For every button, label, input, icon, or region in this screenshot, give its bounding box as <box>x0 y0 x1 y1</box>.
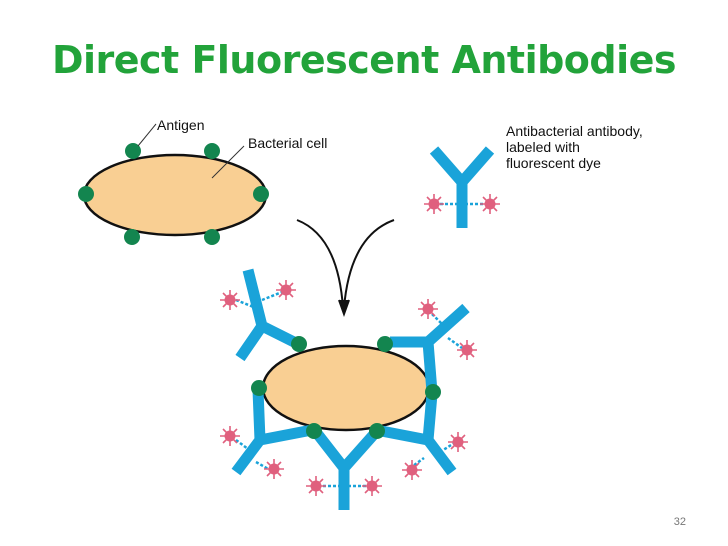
page-number: 32 <box>673 516 686 528</box>
labeled-bacterial-cell <box>261 344 431 432</box>
antigen <box>253 186 269 202</box>
label-antibody-line1: Antibacterial antibody, <box>506 123 643 139</box>
fluorescent-dye-icon <box>479 193 501 215</box>
antigen <box>204 229 220 245</box>
antigen <box>369 423 385 439</box>
fluorescent-dye-icon <box>305 475 327 497</box>
antigen <box>306 423 322 439</box>
antigen <box>124 229 140 245</box>
reaction-arrow <box>296 219 395 317</box>
fluorescent-dye-icon <box>401 459 423 481</box>
antigen <box>204 143 220 159</box>
fluorescent-dye-icon <box>263 458 285 480</box>
antigen-leader-line <box>137 123 157 147</box>
cell-leader-line <box>211 145 245 179</box>
label-antibody-line3: fluorescent dye <box>506 155 601 171</box>
bacterial-cell-body <box>261 344 431 432</box>
label-antigen: Antigen <box>157 117 205 133</box>
antigen <box>377 336 393 352</box>
fluorescent-dye-icon <box>275 279 297 301</box>
label-antibody-line2: labeled with <box>506 139 580 155</box>
fluorescent-dye-icon <box>423 193 445 215</box>
fluorescent-dye-icon <box>417 298 439 320</box>
bacterial-cell-body <box>82 153 268 237</box>
free-labeled-antibody <box>423 146 501 228</box>
antigen <box>425 384 441 400</box>
label-bacterial-cell: Bacterial cell <box>248 135 328 151</box>
fluorescent-dye-icon <box>361 475 383 497</box>
antigen <box>78 186 94 202</box>
bound-antibodies <box>231 268 470 510</box>
fluorescent-dye-icon <box>456 339 478 361</box>
antigen <box>251 380 267 396</box>
fluorescent-dye-icon <box>219 425 241 447</box>
label-antibody: Antibacterial antibody, labeled with flu… <box>506 123 643 171</box>
bound-antigens <box>251 336 441 439</box>
antigen <box>125 143 141 159</box>
fluorescent-dye-icon <box>219 289 241 311</box>
bacterial-cell-unlabeled <box>78 143 269 245</box>
antigen <box>291 336 307 352</box>
slide-title: Direct Fluorescent Antibodies <box>51 38 677 82</box>
fluorescent-dye-icon <box>447 431 469 453</box>
